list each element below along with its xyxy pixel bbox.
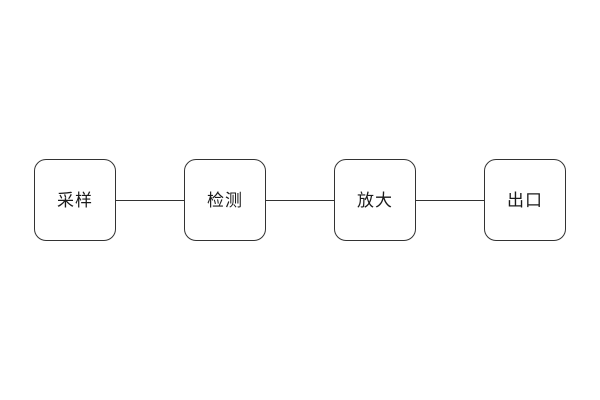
node-amplification-label: 放大 [357, 190, 393, 210]
connector-detection-amplification [266, 199, 334, 201]
node-sampling-label: 采样 [57, 190, 93, 210]
node-sampling: 采样 [34, 159, 116, 241]
node-outlet: 出口 [484, 159, 566, 241]
node-detection-label: 检测 [207, 190, 243, 210]
node-outlet-label: 出口 [507, 190, 543, 210]
node-amplification: 放大 [334, 159, 416, 241]
connector-sampling-detection [116, 199, 184, 201]
node-detection: 检测 [184, 159, 266, 241]
flow-row: 采样 检测 放大 出口 [34, 159, 566, 241]
connector-amplification-outlet [416, 199, 484, 201]
